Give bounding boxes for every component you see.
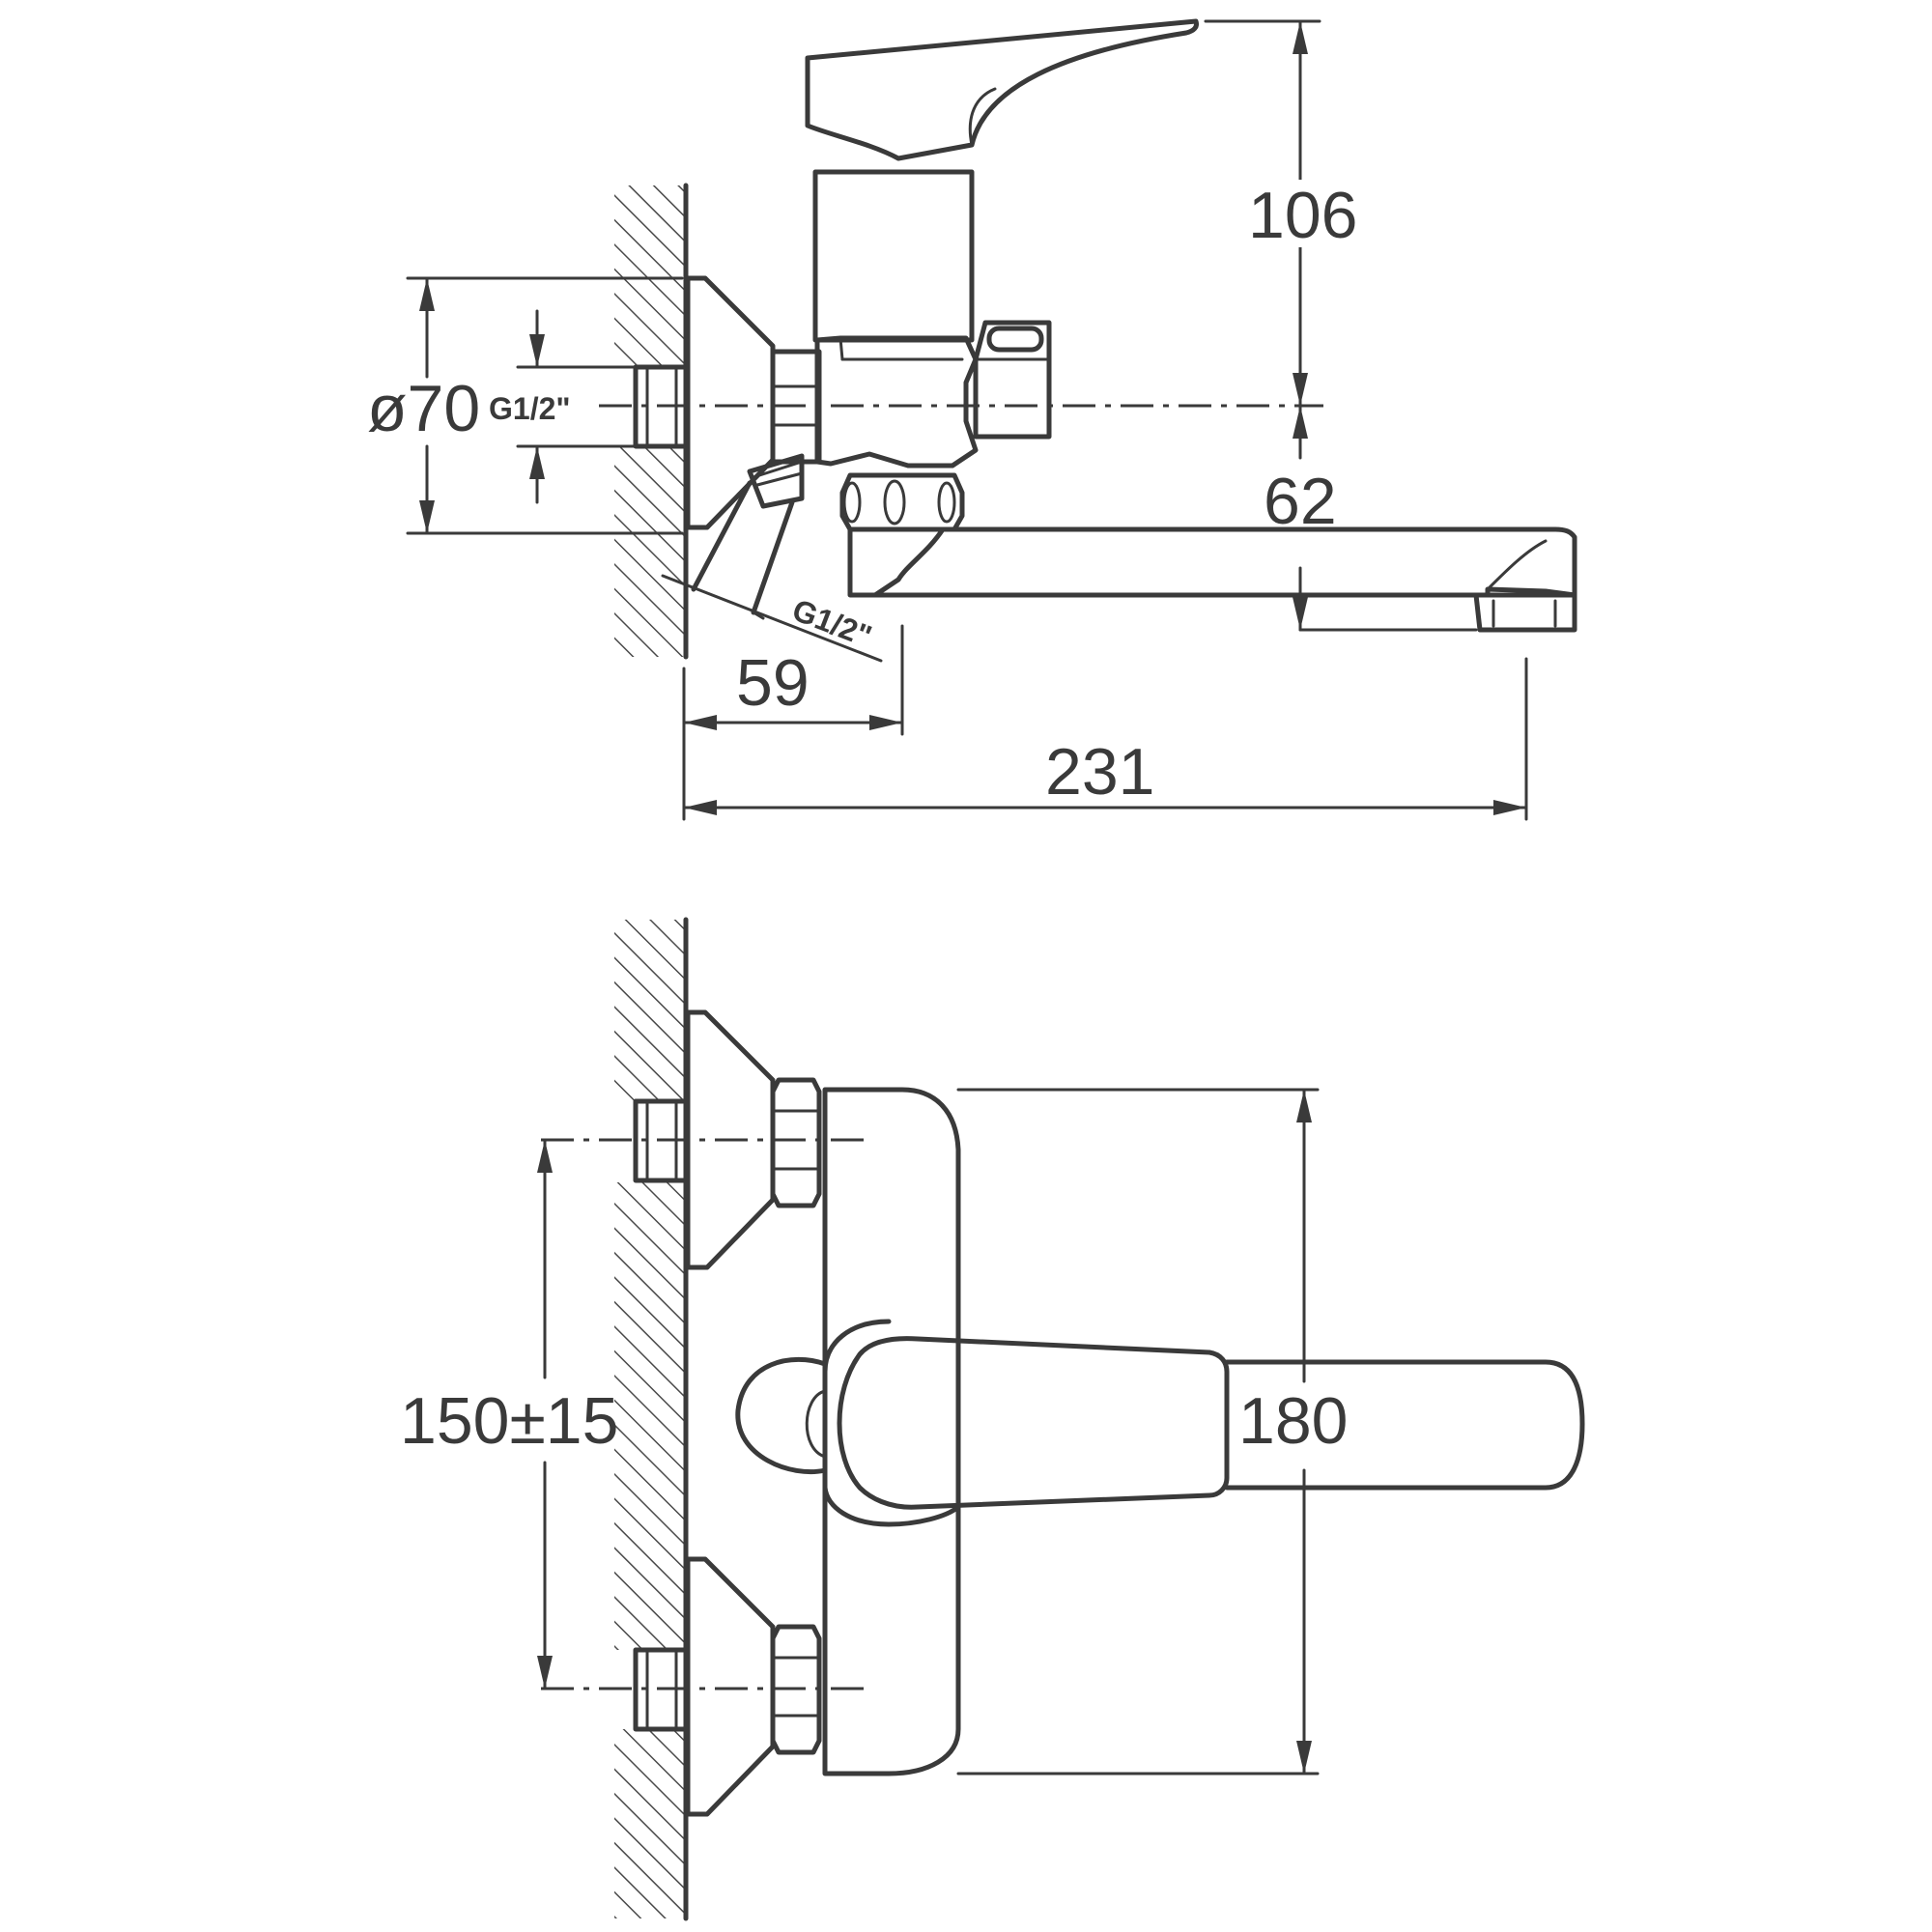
handle-side xyxy=(805,18,1199,161)
dim-label-180: 180 xyxy=(1238,1384,1348,1458)
dim-inlet-spacing: 150±15 xyxy=(400,1138,618,1690)
dim-label-outlet-thread: G1/2" xyxy=(787,592,876,654)
dim-label-diameter: ø70 xyxy=(367,372,480,445)
valve-body-front xyxy=(822,1087,961,1776)
wall-hatching-bottom xyxy=(614,917,689,1921)
dim-label-inlet-thread: G1/2" xyxy=(489,391,571,426)
wall-hatching-top xyxy=(614,183,689,660)
wall-flange-side xyxy=(685,275,776,530)
upper-inlet-front xyxy=(541,1009,869,1270)
cartridge-housing-side xyxy=(812,169,975,343)
aerator-side xyxy=(1473,592,1577,633)
handle-lever-front xyxy=(837,1336,1230,1510)
dim-label-59: 59 xyxy=(736,646,810,720)
lower-inlet-front xyxy=(541,1556,869,1817)
side-view: 106 62 ø70 G1/2 xyxy=(367,18,1577,821)
dim-body-height: 180 xyxy=(956,1088,1348,1776)
dim-inlet-thread: G1/2" xyxy=(489,309,636,504)
dim-flange-diameter: ø70 xyxy=(367,276,684,535)
handle-base-front xyxy=(822,1319,961,1527)
dim-label-150: 150±15 xyxy=(400,1384,618,1458)
dim-inlet-offset: 59 xyxy=(682,624,904,736)
dim-label-231: 231 xyxy=(1045,735,1154,809)
dim-total-length: 231 xyxy=(682,657,1528,821)
spout-collar-side xyxy=(839,472,965,532)
angled-outlet-side xyxy=(691,453,805,615)
diverter-button-side xyxy=(973,320,1052,440)
dim-label-106: 106 xyxy=(1248,179,1357,252)
spout-side xyxy=(847,526,1577,598)
spout-front xyxy=(1224,1359,1585,1491)
front-view: 150±15 180 xyxy=(400,917,1585,1921)
dim-label-62: 62 xyxy=(1264,465,1337,538)
dim-handle-height: 106 xyxy=(1204,19,1357,408)
dim-spout-height: 62 xyxy=(1264,404,1478,632)
diverter-knob-front xyxy=(735,1356,828,1475)
